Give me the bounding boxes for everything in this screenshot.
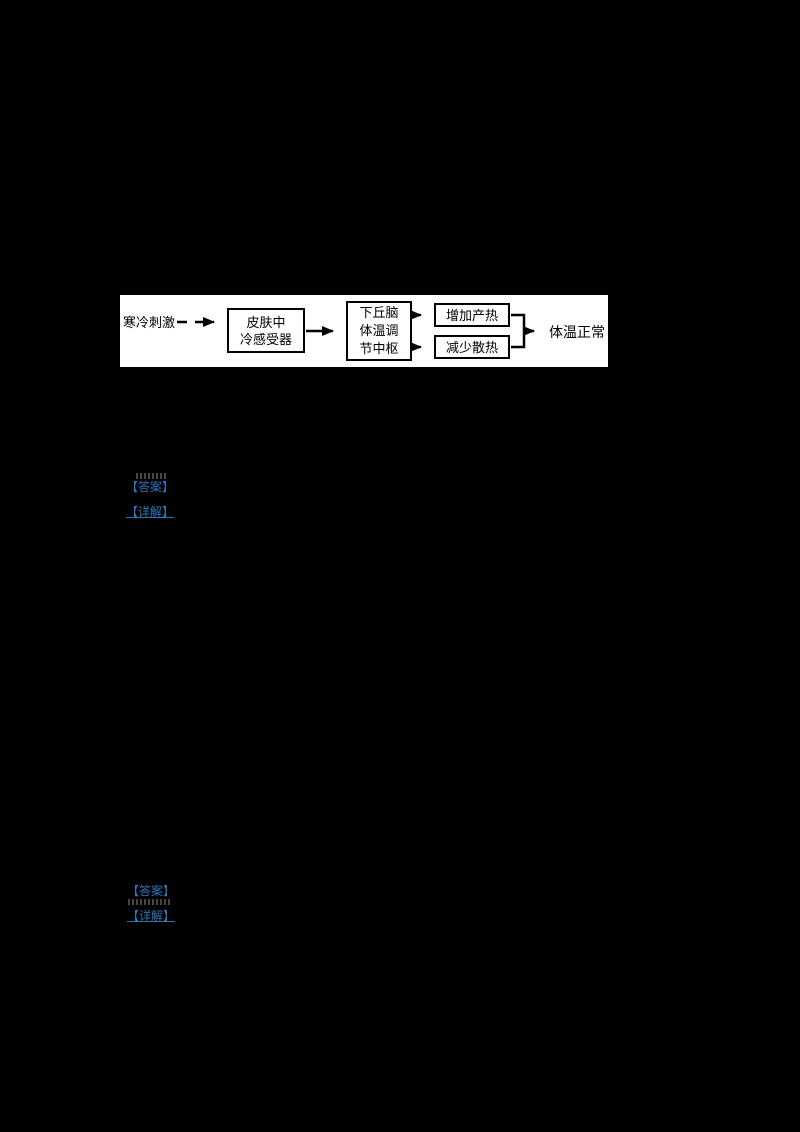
heat-production-label: 增加产热 (445, 307, 498, 323)
faint-text-artifact (136, 473, 166, 479)
faint-text-artifact (128, 899, 172, 905)
detail-label-2: 【详解】 (127, 909, 176, 923)
temperature-regulation-flowchart: 寒冷刺激 皮肤中 冷感受器 下丘脑 体温调 节中枢 增加产热 减少散热 体温正常 (120, 295, 608, 367)
heat-production-box: 增加产热 (434, 303, 510, 327)
result-label: 体温正常 (549, 324, 605, 340)
join-connector (511, 313, 526, 349)
detail-label-1: 【详解】 (126, 505, 175, 519)
stimulus-label: 寒冷刺激 (123, 315, 176, 330)
center-box-line3: 节中枢 (359, 341, 399, 356)
answer-label-2: 【答案】 (127, 884, 176, 898)
skin-receptor-box: 皮肤中 冷感受器 (227, 308, 305, 353)
receptor-box-line2: 冷感受器 (239, 331, 292, 347)
answer-label-1: 【答案】 (126, 480, 175, 494)
flowchart-arrows (177, 310, 535, 352)
center-box-line1: 下丘脑 (359, 305, 399, 320)
heat-dissipation-label: 减少散热 (445, 339, 498, 355)
heat-dissipation-box: 减少散热 (434, 335, 510, 359)
hypothalamus-center-box: 下丘脑 体温调 节中枢 (346, 301, 412, 361)
center-box-line2: 体温调 (359, 323, 399, 338)
receptor-box-line1: 皮肤中 (246, 314, 286, 330)
